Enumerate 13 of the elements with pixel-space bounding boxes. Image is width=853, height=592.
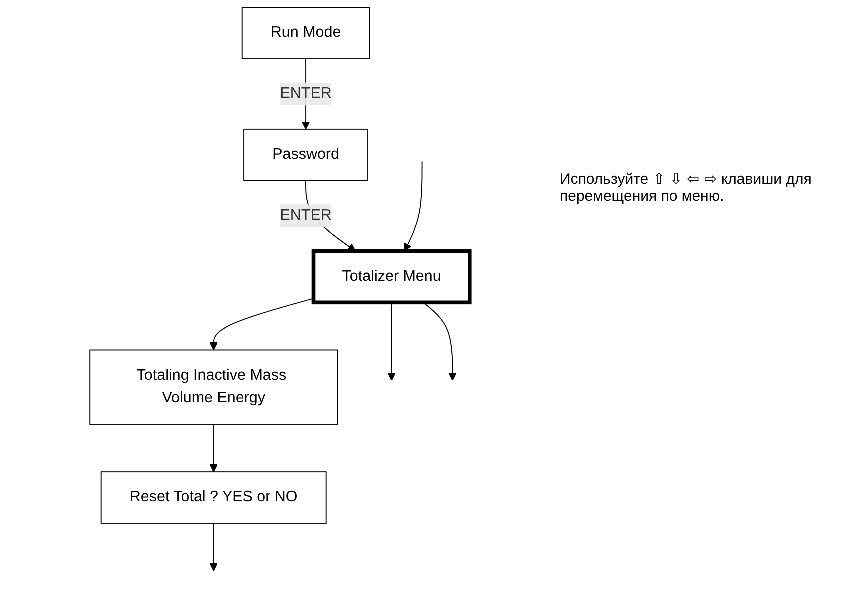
node-box: Password (244, 128, 368, 182)
note-text: Используйте ⇧ ⇩ ⇦ ⇨ клавиши для перемещения по меню. (560, 170, 813, 205)
arrow (388, 302, 396, 382)
node-box: Run Mode (242, 7, 370, 60)
node-box: Totalizer Menu (312, 249, 472, 305)
node-box: Reset Total ? YES or NO (100, 472, 327, 524)
arrow (422, 302, 457, 382)
edge-label: ENTER (280, 86, 332, 102)
edge-label: ENTER (280, 207, 332, 224)
arrow (210, 523, 218, 572)
arrow (210, 424, 218, 472)
arrow (404, 161, 423, 252)
node-box: Totaling Inactive Mass Volume Energy (90, 350, 338, 425)
